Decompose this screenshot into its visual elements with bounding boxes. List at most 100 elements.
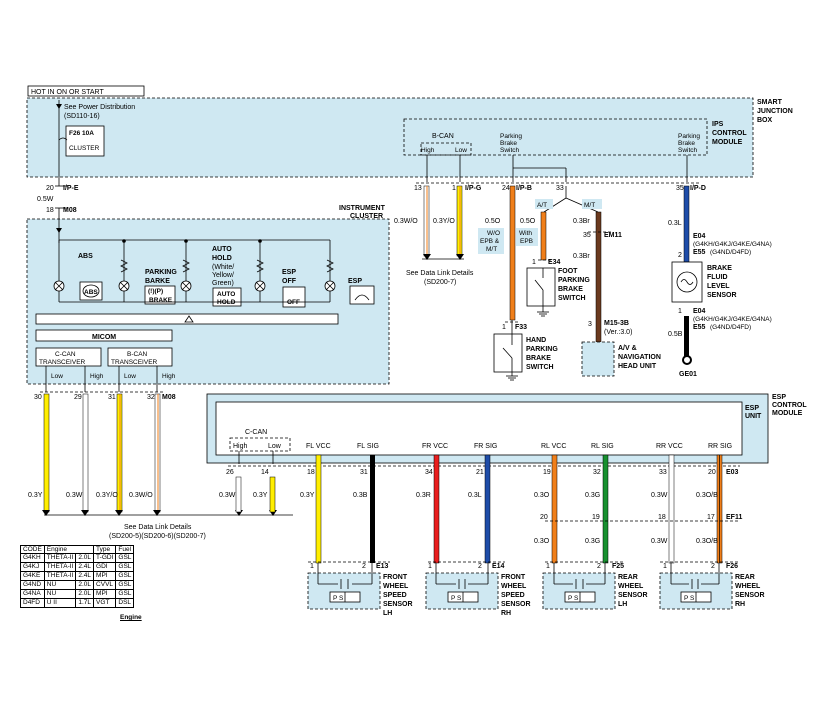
esp-title-3: MODULE bbox=[772, 410, 803, 417]
table-cell: 2.4L bbox=[75, 562, 95, 572]
esp-title-2: CONTROL bbox=[772, 402, 807, 409]
f25-pin-1: 1 bbox=[546, 563, 550, 570]
brake-fluid-sensor-icon bbox=[676, 271, 698, 293]
table-cell: 1.7L bbox=[75, 598, 95, 608]
table-cell: GDI bbox=[93, 562, 117, 572]
conn-m08-bottom: M08 bbox=[162, 394, 176, 401]
rr-sig-wire-label: 0.3O/B bbox=[696, 492, 718, 499]
bcan-transceiver bbox=[107, 347, 173, 367]
mt-box bbox=[582, 199, 602, 209]
auto-hold-icon bbox=[212, 287, 242, 307]
e13-pin-1: 1 bbox=[310, 563, 314, 570]
table-cell: GSL bbox=[115, 553, 135, 563]
m15-name-2: NAVIGATION bbox=[618, 354, 661, 361]
e14-conn: E14 bbox=[492, 563, 505, 570]
table-cell: G4ND bbox=[20, 580, 45, 590]
with-epb-2: EPB bbox=[520, 238, 533, 245]
wire-label-05o-2: 0.5O bbox=[520, 218, 536, 225]
micom-label: MICOM bbox=[92, 334, 116, 341]
e13-pin-2: 2 bbox=[362, 563, 366, 570]
esp-fl-vcc: FL VCC bbox=[306, 443, 331, 450]
esp-wire-03w bbox=[235, 476, 242, 513]
lamp-auto-hold bbox=[180, 239, 192, 302]
f26-name-2: WHEEL bbox=[735, 583, 761, 590]
abs-icon-ring bbox=[82, 284, 100, 298]
rl-vcc-wire-label: 0.3O bbox=[534, 492, 550, 499]
smart-junction-box-zone bbox=[26, 97, 754, 178]
wire-label-05o-1: 0.5O bbox=[485, 218, 501, 225]
e14-ps: P S bbox=[451, 595, 462, 602]
f25-pin-2: 2 bbox=[597, 563, 601, 570]
pbs2-2: Brake bbox=[678, 140, 695, 147]
f25-ps: P S bbox=[568, 595, 579, 602]
engine-table-header-code: CODE bbox=[20, 545, 45, 554]
e04-name-4: SENSOR bbox=[707, 292, 737, 299]
rr-sig-wire-label-2: 0.3O/B bbox=[696, 538, 718, 545]
f25-name-1: REAR bbox=[618, 574, 638, 581]
esp-pin-19: 19 bbox=[543, 469, 551, 476]
pin-35-em11: 35 bbox=[583, 232, 591, 239]
esp-ccan-box bbox=[229, 437, 291, 452]
e04-name-1: BRAKE bbox=[707, 265, 732, 272]
fl-sig-wire bbox=[370, 455, 375, 563]
cluster-low-2: Low bbox=[124, 373, 136, 380]
m15-conn: M15-3B bbox=[604, 320, 629, 327]
fuse-link bbox=[58, 137, 68, 141]
e13-name-5: LH bbox=[383, 610, 392, 617]
at-label: A/T bbox=[537, 202, 547, 209]
engine-table-caption: Engine bbox=[120, 614, 142, 621]
brake-icon bbox=[144, 285, 176, 305]
esp-pin-34: 34 bbox=[425, 469, 433, 476]
pbs2-3: Switch bbox=[678, 147, 698, 154]
f25-name-3: SENSOR bbox=[618, 592, 648, 599]
e34-name-4: SWITCH bbox=[558, 295, 586, 302]
e14-name-4: SENSOR bbox=[501, 601, 531, 608]
e34-name-1: FOOT bbox=[558, 268, 578, 275]
wo-epb-3: M/T bbox=[486, 246, 497, 253]
wire-05b bbox=[684, 316, 689, 356]
e04-conn-1: E04 bbox=[693, 233, 706, 240]
arrow-13-icon bbox=[423, 254, 431, 260]
pin-20: 20 bbox=[46, 185, 54, 192]
wire-label-05b: 0.5B bbox=[668, 331, 683, 338]
e34-switch-blade bbox=[534, 279, 544, 291]
wire-label-03l: 0.3L bbox=[668, 220, 682, 227]
auto-icon-1: AUTO bbox=[217, 291, 235, 298]
lamp-esp-off bbox=[254, 239, 266, 302]
table-cell: GSL bbox=[115, 562, 135, 572]
table-cell: MPI bbox=[93, 571, 117, 581]
datalink-bottom-2: (SD200-5)(SD200-6)(SD200-7) bbox=[109, 533, 206, 540]
ground-ge01-icon bbox=[682, 355, 692, 365]
esp-pin-21: 21 bbox=[476, 469, 484, 476]
esp-pin-20: 20 bbox=[708, 469, 716, 476]
rl-sig-wire bbox=[602, 454, 609, 564]
f26-pin-1: 1 bbox=[663, 563, 667, 570]
rl-vcc-wire-label-2: 0.3O bbox=[534, 538, 550, 545]
table-cell: THETA-II bbox=[43, 562, 77, 572]
pin-3-m15: 3 bbox=[588, 321, 592, 328]
auto-hold-2: HOLD bbox=[212, 255, 232, 262]
engine-table-header-fuel: Fuel bbox=[115, 545, 135, 554]
auto-hold-5: Green) bbox=[212, 280, 234, 287]
sensor-e14 bbox=[425, 563, 499, 610]
ips-bcan-box bbox=[420, 142, 472, 156]
f33-name-2: PARKING bbox=[526, 346, 558, 353]
arrow-29-icon bbox=[81, 510, 89, 516]
rl-vcc-wire bbox=[551, 454, 558, 564]
wo-epb-box bbox=[478, 228, 504, 254]
arrow-32-icon bbox=[153, 510, 161, 516]
sensor-e13 bbox=[307, 563, 381, 610]
pin-35: 35 bbox=[676, 185, 684, 192]
pin-29: 29 bbox=[74, 394, 82, 401]
auto-hold-1: AUTO bbox=[212, 246, 232, 253]
e04-sub-1: (G4KH/G4KJ/G4KE/G4NA) bbox=[693, 241, 772, 248]
f25-name-4: LH bbox=[618, 601, 627, 608]
e04-pin-2: 2 bbox=[678, 252, 682, 259]
cluster-high-2: High bbox=[162, 373, 176, 380]
f33-pin-1: 1 bbox=[502, 324, 506, 331]
table-cell: T-GDI bbox=[93, 553, 117, 563]
esp-rl-sig: RL SIG bbox=[591, 443, 614, 450]
